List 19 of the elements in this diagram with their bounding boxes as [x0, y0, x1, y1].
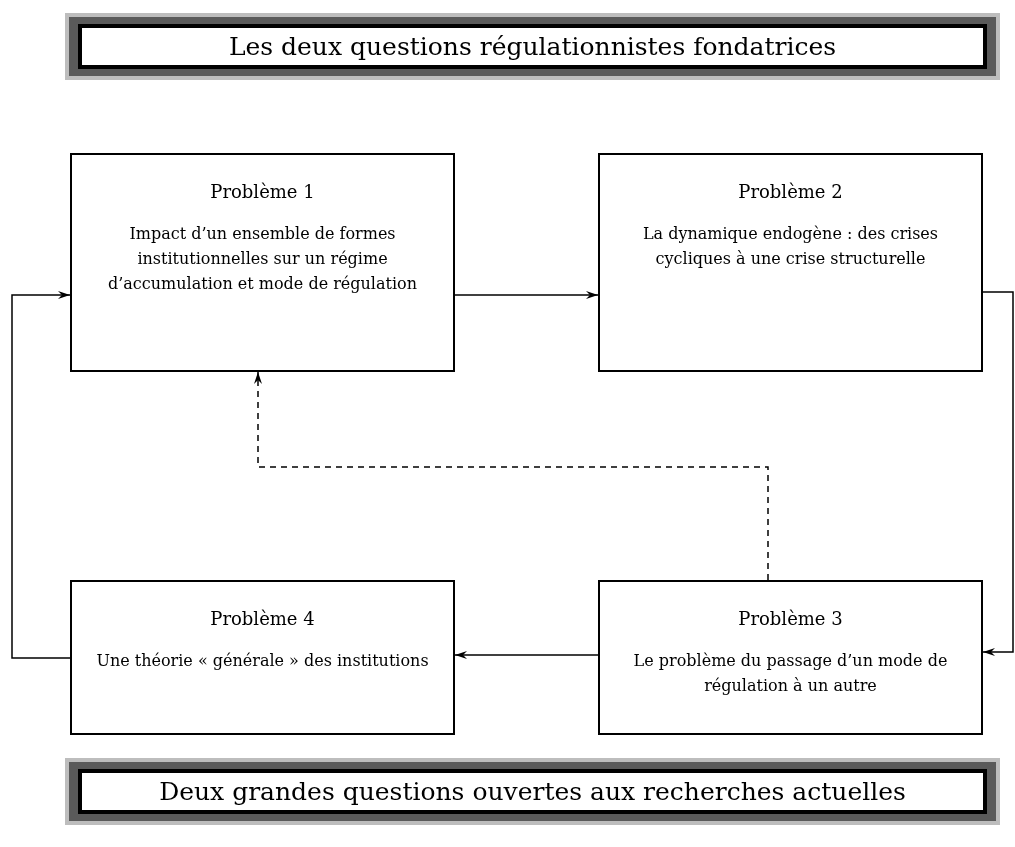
section-banner: Deux grandes questions ouvertes aux recherches actuelles — [78, 769, 987, 814]
box-text: Une théorie « générale » des institutions — [96, 650, 429, 672]
problem-box — [70, 580, 455, 735]
problem-box — [70, 153, 455, 372]
arrow — [11, 291, 71, 659]
box-heading: Problème 3 — [738, 608, 843, 629]
problem-box — [598, 153, 983, 372]
arrow — [254, 371, 769, 581]
arrow — [454, 651, 599, 659]
box-heading: Problème 1 — [210, 181, 315, 202]
problem-box — [598, 580, 983, 735]
arrow — [454, 291, 599, 299]
title-banner: Les deux questions régulationnistes fondatrices — [78, 24, 987, 69]
box-heading: Problème 2 — [738, 181, 843, 202]
box-text: La dynamique endogène : des crises cycliques à une crise structurelle — [641, 223, 940, 270]
box-text: Impact d’un ensemble de formes institutionnelles sur un régime d’accumulation et mode de régulation — [107, 223, 418, 295]
box-text: Le problème du passage d’un mode de régulation à un autre — [632, 650, 949, 697]
arrow — [982, 291, 1014, 656]
box-heading: Problème 4 — [210, 608, 315, 629]
